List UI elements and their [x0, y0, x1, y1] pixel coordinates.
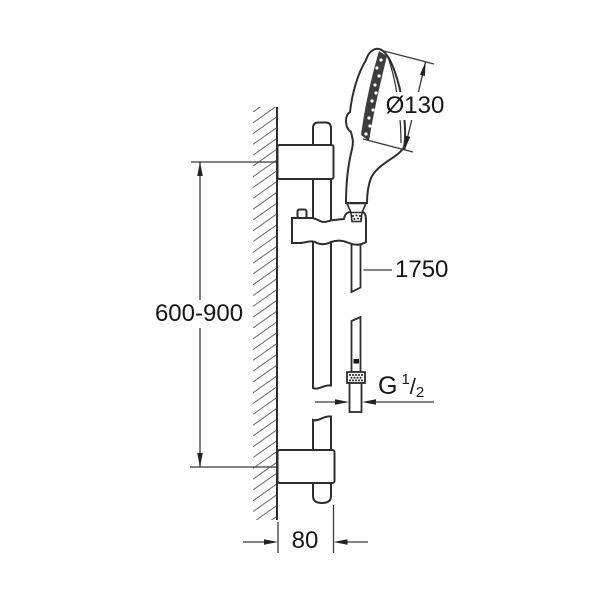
rail-bottom-stub [312, 482, 332, 505]
handle-cone-nut [345, 202, 368, 223]
thread-g: G [378, 372, 398, 400]
knurl-texture-dots [349, 374, 363, 382]
dimension-wall-offset [243, 505, 368, 553]
rail-end-cap [312, 121, 332, 146]
arrowhead-down [197, 453, 203, 467]
hose-end-mark [353, 359, 359, 364]
thread-numerator: 1 [401, 371, 410, 388]
arrowhead-left [362, 399, 376, 405]
wall-hatching [253, 107, 277, 520]
extension-line-lower [362, 138, 414, 153]
thread-connector [348, 382, 363, 413]
bottom-wall-bracket [276, 449, 336, 484]
wall-offset-label: 80 [291, 527, 319, 554]
hose-length-label: 1750 [395, 256, 449, 283]
spray-nozzle-dots [364, 58, 383, 136]
arrowhead-left [333, 539, 348, 545]
holder-body [291, 211, 367, 246]
nut-knurl-dots [352, 214, 362, 220]
hand-shower [344, 47, 407, 223]
hand-shower-body [344, 47, 407, 204]
slider-holder [291, 208, 367, 246]
arrowhead-right [264, 539, 278, 545]
arrowhead-up [197, 162, 203, 176]
top-wall-bracket [276, 144, 335, 180]
arrowhead-upper [419, 61, 426, 76]
thread-slash: / [409, 374, 416, 399]
arrowhead-lower [404, 135, 411, 150]
rail-height-range-label: 600-900 [151, 300, 247, 328]
head-diameter-label: Ø130 [382, 92, 448, 120]
shower-hose-lower [346, 315, 366, 413]
dimension-thread-size [315, 399, 434, 405]
thread-denominator: 2 [415, 384, 425, 401]
arrowhead-right [335, 399, 349, 405]
dimension-head-diameter [362, 50, 435, 153]
